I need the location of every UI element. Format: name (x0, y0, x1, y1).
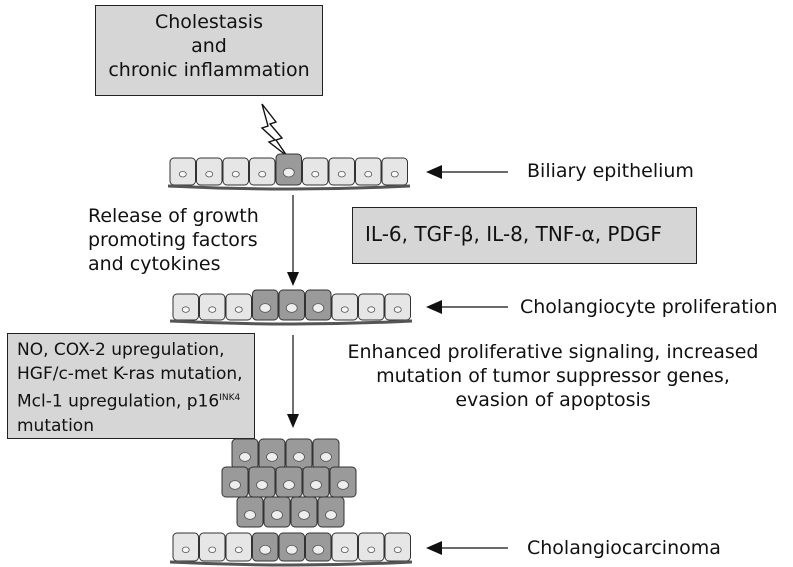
tumor-cell-1-3 (302, 466, 330, 498)
mutation-line-1: NO, COX-2 upregulation, (17, 340, 225, 360)
biliary-cell-6 (328, 157, 355, 186)
mutation-line-2: HGF/c-met K-ras mutation, (17, 364, 243, 384)
prolif-cell-2 (225, 293, 252, 321)
biliary-cell-8 (381, 157, 408, 186)
cell-layers (167, 153, 413, 567)
enhanced-line-2: mutation of tumor suppressor genes, (376, 365, 730, 387)
prolif-cell-7 (358, 293, 385, 321)
prolif-cell-5 (305, 289, 332, 321)
lightning-icon (260, 103, 288, 157)
biliary-cell-7 (355, 157, 382, 186)
cholangiocarcinoma-label: Cholangiocarcinoma (527, 537, 721, 559)
tumor-cell-1-0 (221, 466, 249, 498)
carcinoma-base-cell-3 (252, 532, 279, 562)
carcinoma-base-cell-1 (199, 532, 226, 562)
enhanced-text: Enhanced proliferative signaling, increa… (318, 340, 788, 412)
release-line-1: Release of growth (88, 205, 259, 227)
release-text: Release of growth promoting factors and … (88, 204, 259, 276)
cholangiocyte-proliferation-label: Cholangiocyte proliferation (520, 296, 778, 318)
tumor-cell-2-0 (236, 496, 264, 528)
tumor-cell-2-3 (317, 496, 345, 528)
cholestasis-line-2: and (191, 35, 227, 57)
prolif-cell-8 (384, 293, 411, 321)
down-arrow-1-head (287, 272, 299, 286)
carcinoma-base-cell-7 (358, 532, 385, 562)
biliary-epithelium-label: Biliary epithelium (527, 160, 694, 182)
biliary-cell-4 (275, 153, 302, 186)
enhanced-line-3: evasion of apoptosis (455, 389, 651, 411)
release-line-2: promoting factors (88, 229, 258, 251)
biliary-cell-3 (249, 157, 276, 186)
biliary-basement (167, 184, 411, 191)
biliary-arrow-head (426, 165, 442, 179)
proliferation-arrow-head (426, 300, 442, 314)
biliary-cell-1 (196, 157, 223, 186)
prolif-basement (169, 319, 413, 326)
tumor-cell-0-1 (258, 438, 286, 470)
prolif-cell-6 (331, 293, 358, 321)
carcinoma-base-cell-6 (331, 532, 358, 562)
tumor-cell-0-3 (312, 438, 340, 470)
biliary-cell-5 (302, 157, 329, 186)
tumor-cell-0-0 (231, 438, 259, 470)
prolif-cell-4 (278, 289, 305, 321)
carcinoma-base-cell-4 (278, 532, 305, 562)
carcinoma-base-cell-8 (384, 532, 411, 562)
biliary-cell-2 (222, 157, 249, 186)
carcinoma-base-cell-0 (172, 532, 199, 562)
mutation-box: NO, COX-2 upregulation, HGF/c-met K-ras … (7, 333, 255, 439)
tumor-cell-2-1 (263, 496, 291, 528)
carcinoma-basement (169, 560, 413, 567)
cholestasis-line-3: chronic inflammation (108, 59, 310, 81)
carcinoma-arrow-head (426, 541, 442, 555)
cholestasis-line-1: Cholestasis (155, 11, 263, 33)
tumor-cell-0-2 (285, 438, 313, 470)
mutation-line-3-text: Mcl-1 upregulation, p16 (17, 391, 220, 412)
cytokine-list: IL-6, TGF-β, IL-8, TNF-α, PDGF (365, 222, 662, 246)
cytokine-box: IL-6, TGF-β, IL-8, TNF-α, PDGF (352, 207, 697, 264)
tumor-cell-1-4 (329, 466, 357, 498)
biliary-cell-0 (169, 157, 196, 186)
mutation-line-4: mutation (17, 415, 94, 436)
carcinoma-base-cell-2 (225, 532, 252, 562)
enhanced-line-1: Enhanced proliferative signaling, increa… (347, 341, 759, 363)
prolif-cell-1 (199, 293, 226, 321)
release-line-3: and cytokines (88, 253, 221, 275)
ink4-superscript: INK4 (219, 393, 241, 403)
cholestasis-box: Cholestasis and chronic inflammation (95, 5, 323, 96)
prolif-cell-0 (172, 293, 199, 321)
carcinoma-base-cell-5 (305, 532, 332, 562)
tumor-cell-1-2 (275, 466, 303, 498)
tumor-cell-1-1 (248, 466, 276, 498)
prolif-cell-3 (252, 289, 279, 321)
mutation-line-3: Mcl-1 upregulation, p16INK4 (17, 386, 254, 414)
down-arrow-2-head (287, 414, 299, 428)
tumor-cell-2-2 (290, 496, 318, 528)
